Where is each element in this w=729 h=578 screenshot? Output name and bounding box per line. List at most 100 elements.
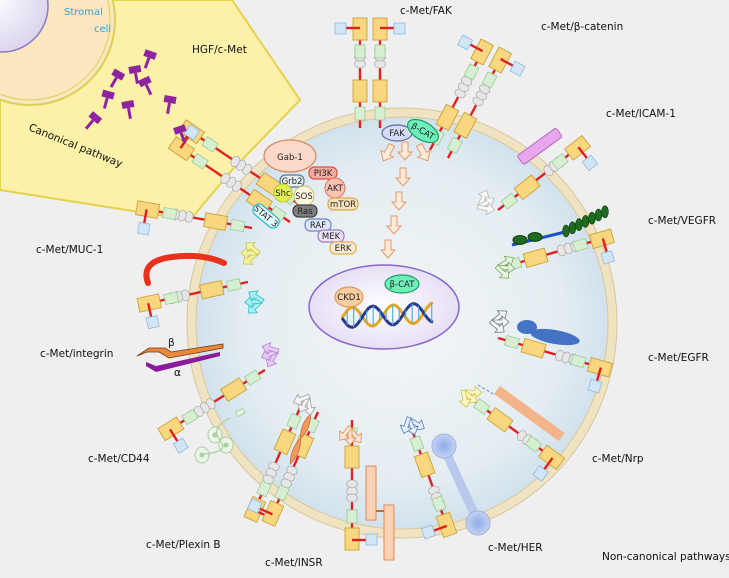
ligand-binding-tip: [581, 154, 599, 172]
pathway-label-bcat: c-Met/β-catenin: [541, 21, 623, 33]
hgf-ligand: [109, 68, 126, 88]
her-signal-arrows: [399, 416, 425, 436]
icam-c-met-receptor: [497, 134, 599, 211]
mtor-molecule-label: mTOR: [330, 200, 356, 210]
kinase-domain-2: [520, 337, 547, 359]
stromal-cell-label-2: cell: [94, 24, 111, 35]
nucleus-beta-catenin-molecule: [384, 274, 420, 294]
psi-domain: [346, 509, 358, 524]
erk-molecule-label: ERK: [335, 244, 352, 254]
hgf-ligand: [172, 124, 187, 144]
bcat-c-met-receptor-1: [428, 34, 495, 151]
mek-molecule-label: MEK: [322, 232, 341, 242]
kinase-domain-1: [243, 369, 262, 386]
ligand-binding-tip: [365, 533, 378, 546]
pathway-label-plexin: c-Met/Plexin B: [146, 539, 221, 551]
vegfr-ig-domain: [575, 218, 583, 231]
kinase-domain-2: [352, 79, 368, 103]
kinase-domain-2: [219, 377, 248, 402]
vegfr-ig-domain: [588, 211, 596, 225]
hgf-head: [101, 89, 115, 100]
sema-domain: [488, 46, 513, 74]
ligand-binding-tip: [334, 22, 347, 35]
vegfr-ig-domain: [601, 205, 609, 219]
receptor-linker: [595, 367, 603, 382]
signal-arrow: [292, 393, 311, 407]
erk-molecule-shape: [329, 241, 357, 255]
psi-domain: [354, 44, 366, 59]
ligand-binding-tip: [172, 437, 189, 454]
ligand-binding-tip: [600, 250, 616, 265]
hgf-c-met-label: HGF/c-Met: [192, 44, 247, 56]
signal-arrow: [248, 290, 265, 304]
ligand-binding-tip: [136, 221, 151, 236]
vegfr-ig-domain: [568, 221, 577, 235]
hgf-head: [172, 124, 187, 135]
psi-domain: [570, 353, 587, 369]
hgf-stem: [144, 84, 153, 96]
nucleus-beta-catenin-label: β-CAT: [390, 280, 416, 290]
kinase-domain-2: [372, 79, 388, 103]
kinase-domain-1: [354, 106, 366, 121]
muc1-c-met-receptor: [135, 200, 253, 236]
hgf-head: [128, 65, 142, 74]
ligand-binding-tip: [247, 498, 263, 514]
kinase-domain-1: [446, 136, 463, 154]
psi-domain: [374, 44, 386, 59]
akt-label: AKT: [327, 184, 344, 194]
psi-domain: [524, 435, 543, 453]
cd44-core: [223, 442, 229, 448]
vegfr-ig-domain: [594, 208, 603, 222]
integrin-alpha-subunit: [146, 352, 220, 372]
psi-domain: [181, 408, 199, 426]
muc1-signal-arrows: [240, 242, 262, 265]
fak-label: FAK: [389, 129, 405, 139]
hgf-stem: [109, 76, 118, 88]
ligand-binding-tip: [393, 22, 406, 35]
kinase-domain-1: [374, 106, 386, 121]
insr-subunit-2: [383, 504, 395, 561]
kinase-domain-2: [273, 428, 297, 456]
signal-arrow: [476, 201, 495, 216]
plexin-b-molecule: [289, 413, 311, 466]
kinase-domain-2: [522, 247, 549, 269]
non-canonical-pathways-label: Non-canonical pathways: [602, 551, 729, 563]
kinase-domain-2: [202, 212, 229, 231]
nrp-signal-arrows: [458, 385, 483, 408]
hgf-c-met-receptor-2: [167, 124, 291, 223]
psi-domain: [201, 135, 219, 153]
fak-signal-arrow: [380, 142, 396, 162]
receptor-linker: [601, 238, 608, 253]
insr-signal-arrows: [339, 424, 362, 446]
plexin-signal-arrows: [292, 393, 317, 416]
hgf-stem: [134, 72, 139, 85]
psi-domain: [274, 484, 290, 502]
ligand-binding-tip: [457, 34, 474, 51]
vegfr-ig-domain: [581, 215, 590, 228]
pathway-label-cd44: c-Met/CD44: [88, 453, 150, 465]
ipt-domain: [220, 172, 231, 184]
ras-molecule-shape: [292, 204, 318, 218]
raf-molecule: RAF: [304, 218, 332, 232]
signal-arrow: [488, 319, 505, 333]
pathway-label-nrp: c-Met/Nrp: [592, 453, 644, 465]
signal-arrow: [494, 264, 510, 279]
cd44-core: [199, 452, 205, 458]
hgf-head: [111, 68, 126, 81]
egfr-head: [517, 320, 537, 334]
her-stalk: [439, 443, 483, 527]
vegfr-ig-domain: [527, 232, 543, 242]
receptor-linker: [143, 209, 148, 224]
pathway-label-icam: c-Met/ICAM-1: [606, 108, 676, 120]
kinase-domain-1: [286, 412, 302, 430]
integrin-alpha-label: α: [174, 367, 181, 379]
fak-c-met-receptor-2: [372, 17, 406, 128]
hgf-ligand: [163, 95, 177, 115]
sos-label: SOS: [295, 192, 312, 202]
stat3-molecule-shape: [252, 203, 280, 229]
psi-domain: [431, 495, 447, 513]
bcat-c-met-receptor-2: [446, 46, 526, 159]
ligand-binding-tip: [587, 378, 603, 394]
cd44-c-met-receptor: [157, 368, 266, 454]
hgf-head: [88, 111, 103, 125]
